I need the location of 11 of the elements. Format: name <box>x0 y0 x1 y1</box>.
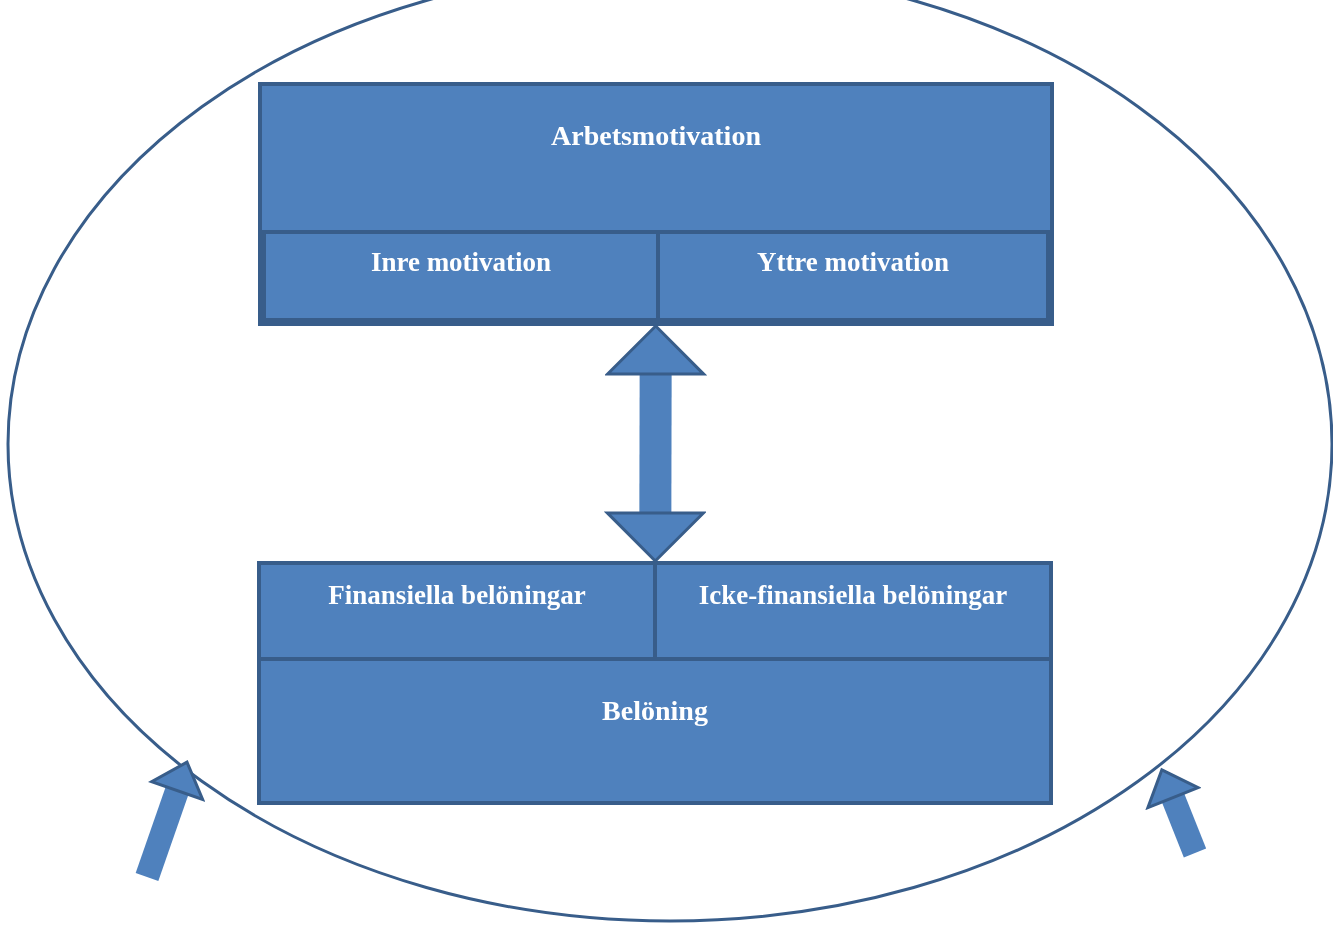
box-label: Icke-finansiella belöningar <box>697 579 1009 611</box>
arrow <box>135 760 205 881</box>
box-label: Belöning <box>601 695 709 727</box>
arrow <box>605 324 706 563</box>
box-label: Inre motivation <box>369 246 553 278</box>
box-label: Yttre motivation <box>755 246 951 278</box>
box-label: Finansiella belöningar <box>327 579 587 611</box>
arrow <box>1146 768 1207 858</box>
heading-box <box>258 82 1054 326</box>
box-label: Arbetsmotivation <box>550 120 762 152</box>
heading-box <box>257 561 1053 805</box>
